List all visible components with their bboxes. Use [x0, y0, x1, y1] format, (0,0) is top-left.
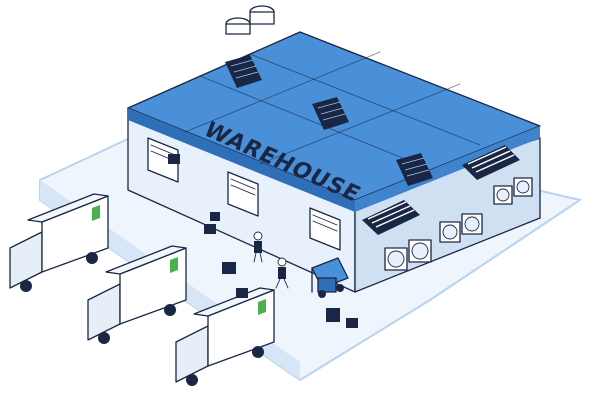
dock-doors	[147, 137, 341, 251]
box-truck-icon	[87, 245, 187, 344]
hvac-fan-icon	[461, 213, 483, 235]
cargo-box-icon	[346, 318, 358, 328]
cargo-box-icon	[168, 154, 180, 164]
cargo-box-icon	[236, 288, 248, 298]
worker-icon	[275, 257, 289, 289]
forklift-icon	[311, 257, 349, 298]
worker-icon	[253, 231, 263, 263]
cargo-box-icon	[326, 308, 340, 322]
hvac-fan-icon	[513, 177, 533, 197]
hvac-fans	[384, 177, 533, 271]
solar-panel-icon	[225, 55, 262, 88]
cargo-boxes	[168, 154, 358, 328]
cargo-box-icon	[204, 224, 216, 234]
rooftop-unit	[462, 145, 520, 180]
solar-panel-icon	[312, 97, 349, 130]
hvac-fan-icon	[493, 185, 513, 205]
cargo-box-icon	[210, 212, 220, 221]
hvac-fan-icon	[408, 239, 432, 263]
rooftop-unit	[362, 200, 420, 235]
box-truck-icon	[9, 193, 109, 292]
hvac-fan-icon	[384, 247, 408, 271]
hvac-fan-icon	[439, 221, 461, 243]
solar-panel-icon	[396, 153, 433, 186]
cargo-box-icon	[222, 262, 236, 274]
box-truck-icon	[175, 287, 275, 386]
rooftop-vents	[225, 5, 275, 35]
